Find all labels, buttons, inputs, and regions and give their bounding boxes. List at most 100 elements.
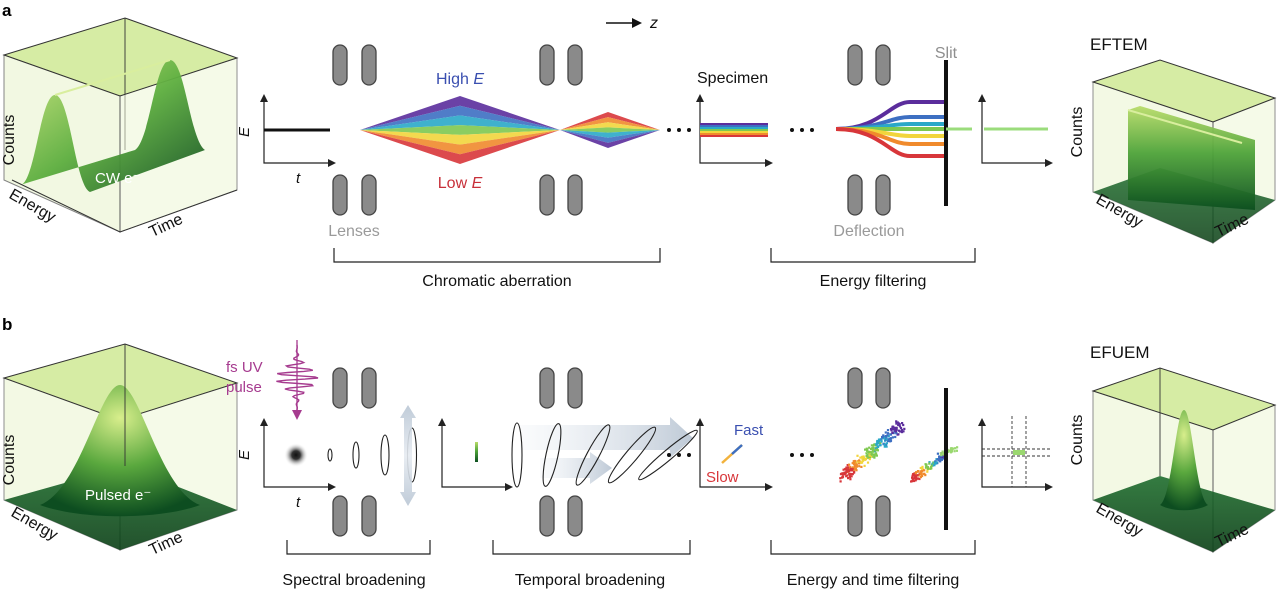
scatter-point xyxy=(863,464,866,467)
pulsed-3d-plot: Pulsed e⁻ Counts Energy Time xyxy=(1,343,239,559)
scatter-point xyxy=(949,447,953,450)
scatter-point xyxy=(858,462,861,465)
scatter-point xyxy=(875,454,878,457)
rainbow-band xyxy=(560,130,660,143)
scatter-point xyxy=(876,445,879,448)
axis-e-label: E xyxy=(236,126,253,137)
lens xyxy=(361,495,377,537)
scatter-point xyxy=(870,447,873,451)
scatter-point xyxy=(954,447,957,450)
scatter-point xyxy=(919,473,922,476)
scatter-point xyxy=(890,437,893,440)
scatter-point xyxy=(901,431,904,434)
bracket-energy-filter xyxy=(770,248,976,263)
scatter-point xyxy=(854,461,858,464)
scatter-point xyxy=(897,429,901,432)
z-direction-arrow: z xyxy=(606,15,658,32)
scatter-point xyxy=(933,462,936,465)
scatter-point xyxy=(936,452,939,455)
eftem-counts-label: Counts xyxy=(1069,107,1086,158)
scatter-point xyxy=(875,442,879,445)
lens xyxy=(361,367,377,409)
panel-a-letter: a xyxy=(2,1,12,20)
scatter-point xyxy=(911,473,914,476)
scatter-point xyxy=(901,422,904,425)
scatter-point xyxy=(895,432,898,435)
scatter-point xyxy=(903,427,906,430)
axis-t-label: t xyxy=(296,170,301,187)
scatter-point xyxy=(887,435,890,438)
scatter-point xyxy=(865,447,868,450)
scatter-point xyxy=(914,474,917,477)
scatter-point xyxy=(921,468,924,471)
temporal-arrow-2 xyxy=(540,452,612,484)
cw-3d-plot: CW e⁻ Counts Energy Time xyxy=(1,17,239,241)
scatter-point xyxy=(868,446,871,449)
axes-a-1: E t xyxy=(236,94,336,187)
lens xyxy=(332,174,348,216)
scatter-point xyxy=(914,472,917,475)
lens xyxy=(567,44,583,86)
scatter-point xyxy=(941,450,944,453)
rainbow-band xyxy=(560,122,660,130)
scatter-point xyxy=(888,437,891,440)
scatter-point xyxy=(948,449,951,452)
scatter-point xyxy=(870,451,873,454)
scatter-point xyxy=(928,462,931,465)
z-label: z xyxy=(649,15,658,32)
scatter-point xyxy=(866,461,870,464)
rainbow-band xyxy=(360,105,560,130)
scatter-point xyxy=(950,448,953,452)
scatter-point xyxy=(845,474,848,477)
scatter-point xyxy=(849,473,852,476)
fs-uv-pulse: fs UV pulse xyxy=(226,340,319,420)
scatter-point xyxy=(919,476,922,479)
scatter-point xyxy=(921,470,924,473)
scatter-point xyxy=(881,435,884,438)
low-e-label: Low E xyxy=(438,175,483,192)
scatter-point xyxy=(914,479,917,482)
scatter-point xyxy=(868,456,872,459)
scatter-point xyxy=(884,435,887,438)
scatter-point xyxy=(918,477,921,481)
scatter-point xyxy=(886,432,890,435)
fast-label: Fast xyxy=(734,422,764,439)
lens xyxy=(539,367,555,409)
scatter-point xyxy=(899,426,903,430)
rainbow-band xyxy=(360,130,560,164)
scatter-point xyxy=(924,463,927,466)
scatter-point xyxy=(875,443,878,446)
scatter-point xyxy=(896,421,899,424)
ellipsis-dots-b xyxy=(667,453,814,457)
lens xyxy=(567,367,583,409)
scatter-point xyxy=(939,452,942,455)
scatter-point xyxy=(855,465,858,468)
efuem-title: EFUEM xyxy=(1090,343,1150,362)
scatter-point xyxy=(851,473,854,476)
scatter-point xyxy=(919,470,922,473)
scatter-point xyxy=(854,467,857,470)
scatter-point xyxy=(890,429,893,432)
scatter-point xyxy=(873,454,876,457)
lens xyxy=(539,495,555,537)
scatter-point xyxy=(895,420,898,423)
scatter-point xyxy=(875,452,878,455)
scatter-point xyxy=(919,471,922,474)
scatter-point xyxy=(902,430,905,433)
bracket-spectral xyxy=(286,540,431,555)
scatter-point xyxy=(851,466,855,469)
scatter-point xyxy=(846,464,849,467)
scatter-point xyxy=(898,425,902,428)
scatter-point xyxy=(953,450,956,453)
panel-b-letter: b xyxy=(2,315,12,334)
scatter-point xyxy=(845,466,848,469)
lens xyxy=(332,367,348,409)
scatter-point xyxy=(916,474,919,477)
scatter-point xyxy=(851,468,854,471)
axes-b-1: E t xyxy=(236,418,336,511)
temporal-arrow-1 xyxy=(520,417,693,458)
scatter-point xyxy=(868,454,871,457)
rainbow-band xyxy=(560,112,660,130)
scatter-point xyxy=(902,423,905,427)
